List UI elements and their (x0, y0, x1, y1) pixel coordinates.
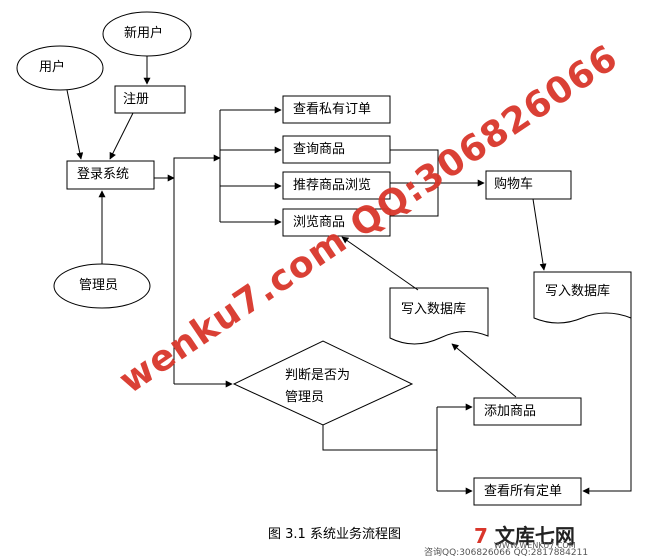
view-private-orders-label: 查看私有订单 (293, 102, 372, 117)
edge-user-login (66, 89, 84, 160)
edge-trunk-upper (173, 154, 221, 384)
edge-add-middb (451, 343, 517, 398)
write-db-right-label: 写入数据库 (545, 284, 611, 299)
contact-line: 咨询QQ:306826066 QQ:2817884211 (424, 548, 589, 558)
user-label: 用户 (39, 60, 66, 75)
edge-register-login (109, 112, 134, 160)
decision-diamond (232, 340, 414, 426)
browse-goods-box (282, 208, 391, 237)
add-goods-box (473, 397, 582, 426)
view-all-orders-box (473, 477, 582, 506)
brand-logo: 7 文库七网 (474, 520, 575, 549)
user-ellipse (16, 45, 104, 91)
brand-name: 文库七网 (494, 524, 575, 548)
brand-url: WWW.WENKU7.COM (494, 541, 576, 550)
edge-cart-db (532, 198, 547, 271)
register-box (114, 85, 186, 114)
add-goods-label: 添加商品 (484, 404, 537, 419)
write-db-mid-doc (389, 287, 489, 345)
query-goods-box (282, 135, 391, 164)
decision-label-line1: 判断是否为 (285, 368, 351, 383)
admin-label: 管理员 (79, 278, 119, 293)
edge-decision-down (322, 425, 437, 451)
cart-label: 购物车 (494, 177, 534, 192)
cart-box (485, 170, 572, 200)
login-box (66, 160, 155, 190)
recommend-goods-box (282, 171, 391, 200)
figure-caption: 图 3.1 系统业务流程图 (268, 527, 401, 542)
register-label: 注册 (123, 92, 150, 107)
login-label: 登录系统 (77, 167, 130, 182)
write-db-mid-label: 写入数据库 (401, 302, 467, 317)
write-db-right-doc (533, 271, 632, 324)
edge-middb-browse (341, 236, 419, 291)
query-goods-label: 查询商品 (293, 142, 346, 157)
recommend-goods-label: 推荐商品浏览 (293, 178, 372, 193)
view-private-orders-box (282, 95, 391, 124)
browse-goods-label: 浏览商品 (293, 215, 346, 230)
edge-db-allorders (582, 312, 632, 495)
brand-seven-icon: 7 (474, 524, 488, 548)
decision-label-line2: 管理员 (285, 390, 325, 405)
new-user-label: 新用户 (124, 26, 164, 41)
view-all-orders-label: 查看所有定单 (484, 484, 563, 499)
